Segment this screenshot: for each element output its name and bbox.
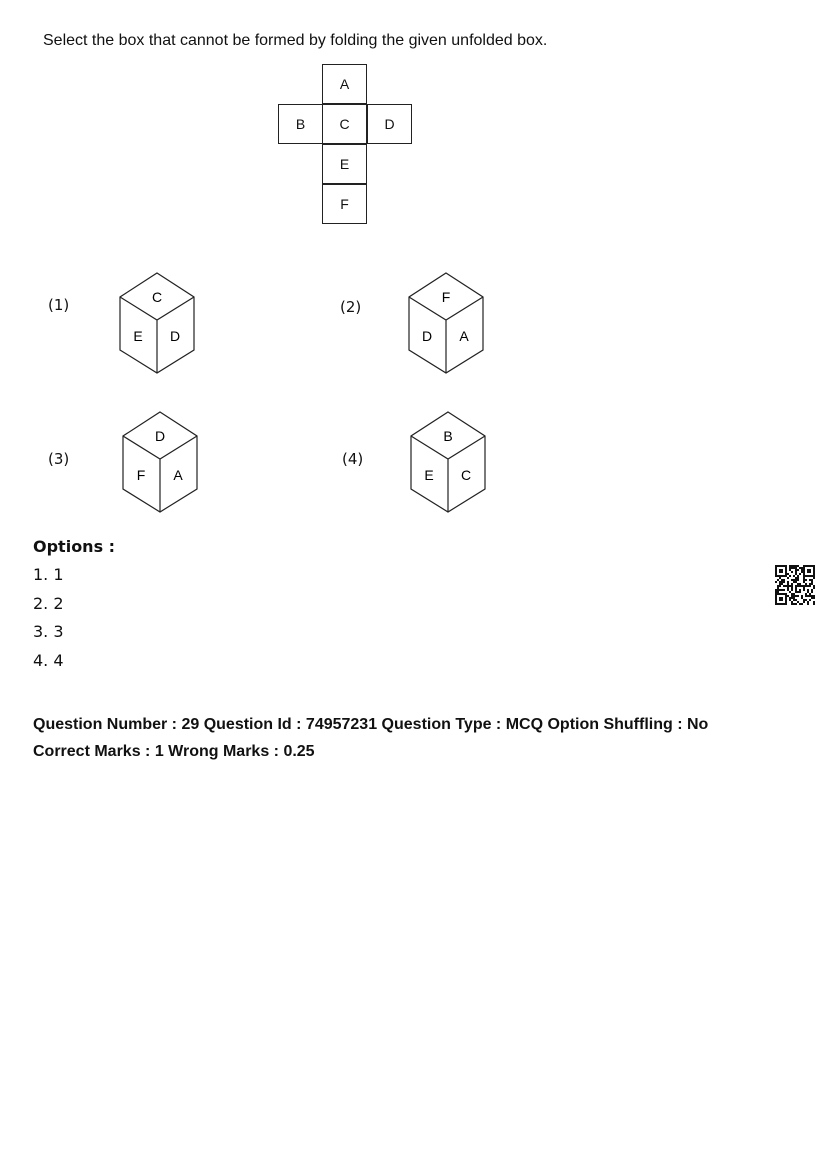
net-face-bottom: F — [322, 184, 367, 224]
cube-face-top: F — [442, 289, 451, 305]
marks-info: Correct Marks : 1 Wrong Marks : 0.25 — [33, 743, 315, 760]
cube-face-right: A — [173, 467, 183, 483]
cube-outline — [410, 411, 486, 513]
net-face-top: A — [322, 64, 367, 104]
figure-label-2: (2) — [340, 298, 362, 316]
qr-code-icon — [775, 565, 815, 605]
cube-face-right: D — [170, 328, 180, 344]
cube-figure-4: B E C — [410, 411, 486, 513]
cube-face-right: C — [461, 467, 471, 483]
option-4[interactable]: 4. 4 — [33, 651, 64, 670]
cube-outline — [119, 272, 195, 374]
cube-outline — [408, 272, 484, 374]
cube-figure-2: F D A — [408, 272, 484, 374]
cube-figure-3: D F A — [122, 411, 198, 513]
question-info: Question Number : 29 Question Id : 74957… — [33, 711, 813, 765]
cube-face-left: E — [133, 328, 142, 344]
option-1[interactable]: 1. 1 — [33, 565, 64, 584]
net-face-below: E — [322, 144, 367, 184]
options-heading: Options : — [33, 537, 116, 556]
cube-face-left: E — [424, 467, 433, 483]
figure-label-1: (1) — [48, 296, 70, 314]
net-face-right: D — [367, 104, 412, 144]
cube-face-left: F — [137, 467, 146, 483]
cube-figure-1: C E D — [119, 272, 195, 374]
net-face-center: C — [322, 104, 367, 144]
net-face-left: B — [278, 104, 323, 144]
option-2[interactable]: 2. 2 — [33, 594, 64, 613]
question-meta: Question Number : 29 Question Id : 74957… — [33, 716, 709, 733]
cube-face-right: A — [459, 328, 469, 344]
question-text: Select the box that cannot be formed by … — [43, 32, 548, 49]
cube-outline — [122, 411, 198, 513]
cube-face-top: B — [443, 428, 452, 444]
figure-label-3: (3) — [48, 450, 70, 468]
cube-face-top: D — [155, 428, 165, 444]
cube-face-top: C — [152, 289, 162, 305]
option-3[interactable]: 3. 3 — [33, 622, 64, 641]
figure-label-4: (4) — [342, 450, 364, 468]
cube-face-left: D — [422, 328, 432, 344]
